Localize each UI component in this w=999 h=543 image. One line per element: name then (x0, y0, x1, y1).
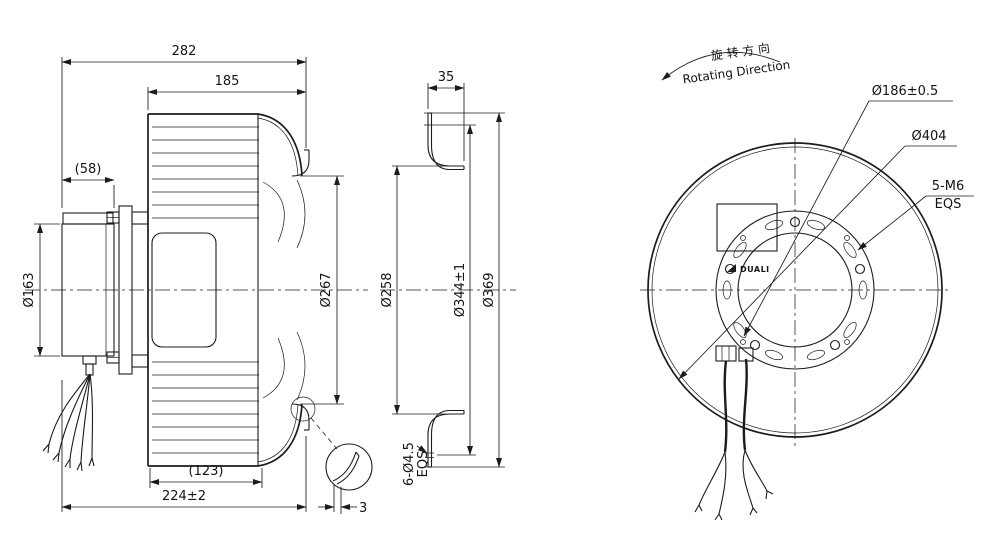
dim-58: (58) (75, 162, 102, 177)
dim-186-leader (743, 100, 870, 337)
dim-163: Ø163 (22, 272, 37, 307)
spacer-bottom (131, 354, 149, 368)
mounting-ring (715, 210, 875, 370)
dim-267: Ø267 (319, 272, 334, 307)
rotation-label-en: Rotating Direction (682, 58, 791, 87)
dim-holes: 6-Ø4.5 (402, 442, 417, 486)
inlet-ring-attached (291, 149, 310, 431)
cable-gland-nut (85, 363, 94, 376)
inlet-section-view: 35 Ø258 Ø344±1 Ø369 6-Ø4.5 EQS (380, 70, 516, 486)
dim-thread-eqs: EQS (935, 197, 962, 212)
detail-leader (310, 417, 338, 450)
dim-186: Ø186±0.5 (872, 84, 939, 99)
detail-callout (290, 396, 373, 491)
impeller-section (147, 113, 310, 467)
spacer-top (131, 211, 149, 225)
dim-369: Ø369 (482, 272, 497, 307)
dim-123: (123) (189, 464, 224, 479)
rotation-annotation: 旋 转 方 向 Rotating Direction (661, 40, 791, 87)
cable-gland-top (82, 355, 97, 365)
side-view: 282 185 (58) Ø163 Ø267 (123) 224±2 (22, 44, 373, 516)
hub (151, 232, 217, 348)
motor-stator-hatch (62, 212, 114, 225)
blade-scallops (262, 179, 306, 401)
dim-224: 224±2 (162, 489, 206, 504)
shroud-top (257, 113, 303, 177)
holes-leader (416, 445, 428, 454)
dim-35: 35 (438, 70, 455, 85)
ring-screws (740, 235, 850, 345)
impeller-outer-circle (647, 142, 943, 438)
dim-404-leader (678, 145, 906, 380)
front-leaders: Ø186±0.5 Ø404 5-M6 EQS (678, 84, 974, 380)
mounting-plate (106, 205, 149, 375)
rotation-label-cn: 旋 转 方 向 (710, 40, 771, 63)
dim-thread-leader (857, 195, 927, 251)
inlet-dimensions: 35 Ø258 Ø344±1 Ø369 6-Ø4.5 EQS (380, 70, 505, 486)
ring-outer (715, 210, 875, 370)
brand-logo: DUALI (727, 264, 770, 274)
dim-thread: 5-M6 (932, 179, 964, 194)
impeller-rim-circle (651, 146, 939, 434)
front-view: DUALI 旋 转 方 向 Rotating Direction Ø186±0. (640, 40, 974, 521)
logo-text: DUALI (740, 265, 770, 274)
motor (61, 212, 115, 376)
dim-185: 185 (215, 74, 240, 89)
detail-source-circle (290, 396, 316, 422)
detail-circle (325, 443, 373, 491)
motor-wires (42, 373, 95, 472)
rotation-arrow (661, 52, 781, 81)
detail-edge-2 (336, 455, 360, 485)
shroud-bottom (257, 403, 303, 467)
detail-edge-1 (332, 451, 357, 482)
impeller-blade-lines (152, 126, 259, 454)
plate (118, 205, 133, 375)
dim-258: Ø258 (380, 272, 395, 307)
stator-hatch-block (716, 203, 778, 252)
dim-282: 282 (172, 44, 197, 59)
ring-inner (737, 232, 853, 348)
logo-icon (727, 264, 736, 272)
dim-344: Ø344±1 (453, 263, 468, 317)
dim-404: Ø404 (911, 129, 946, 144)
front-cables (694, 358, 774, 521)
side-dimensions: 282 185 (58) Ø163 Ø267 (123) 224±2 (22, 44, 367, 516)
dim-holes-eqs: EQS (416, 451, 431, 478)
inlet-profile (426, 112, 465, 468)
ring-bolt-holes (724, 216, 866, 351)
ring-slots (722, 219, 868, 361)
dim-3: 3 (359, 501, 367, 516)
